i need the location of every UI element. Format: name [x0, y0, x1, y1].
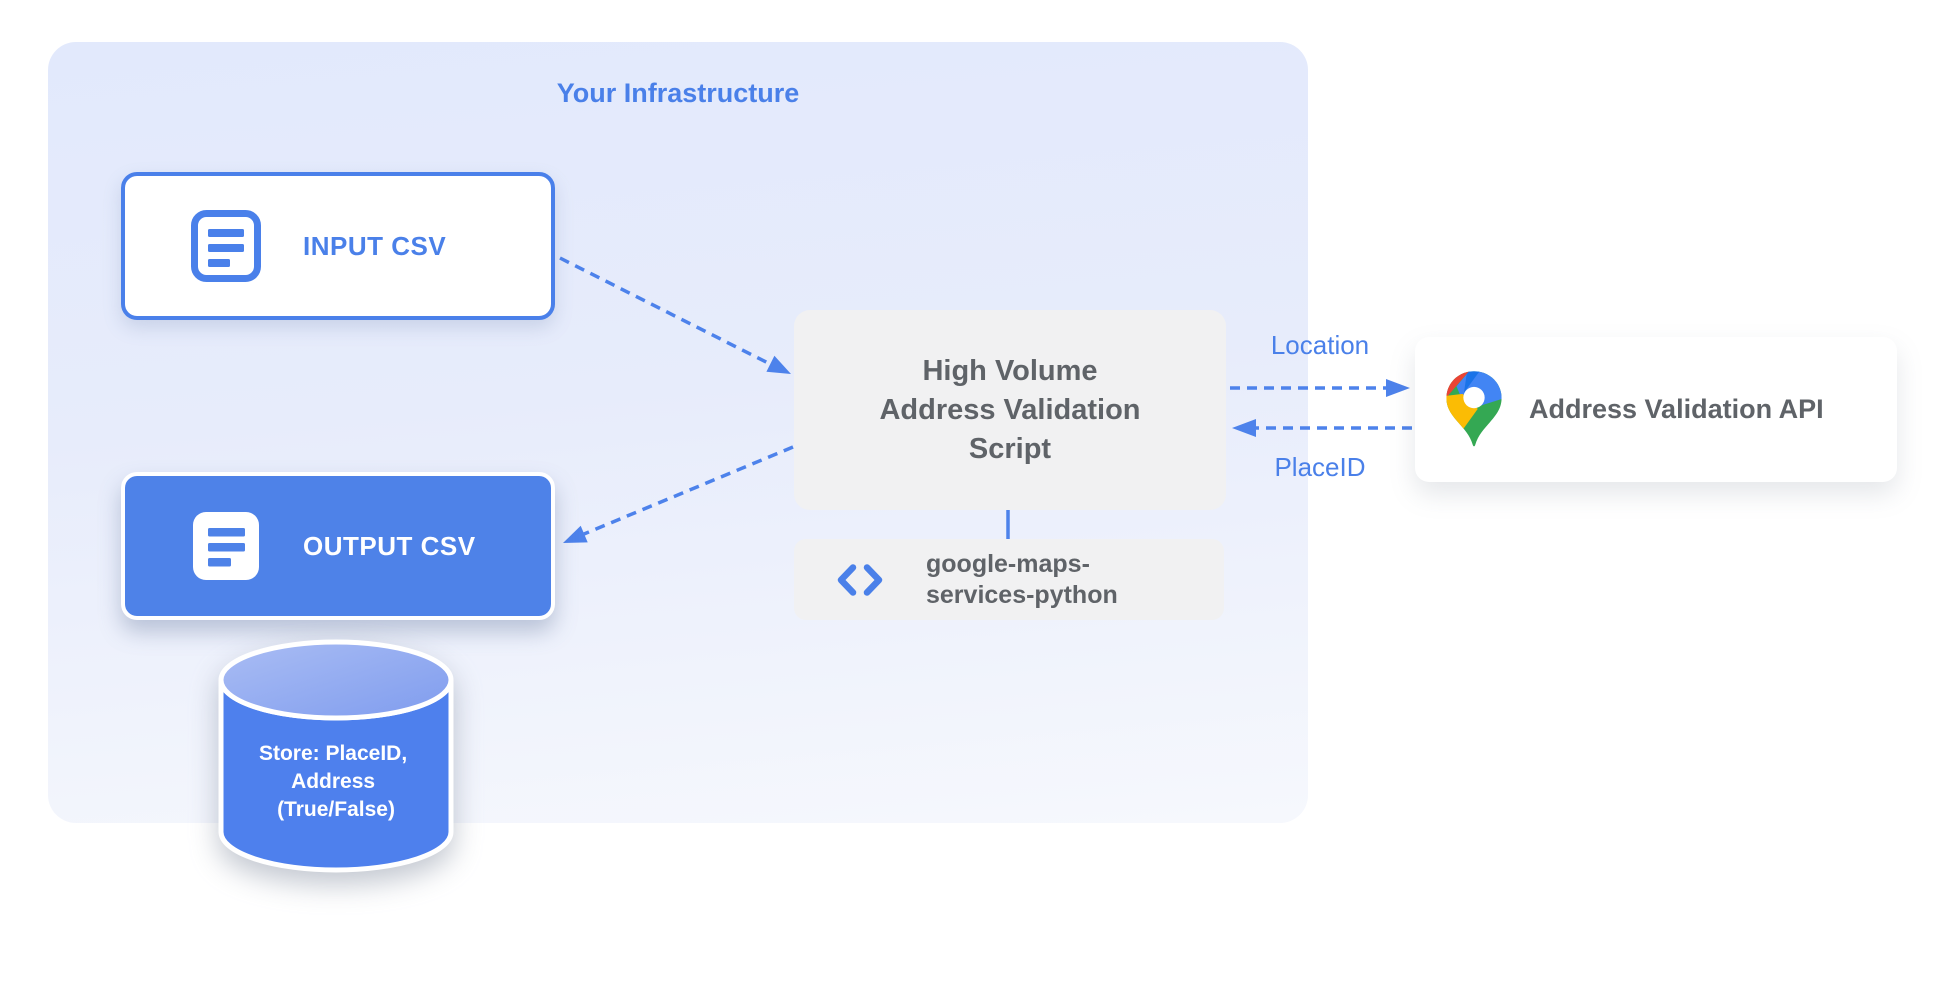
csv-file-icon [193, 512, 259, 580]
library-label-line2: services-python [926, 580, 1118, 609]
output-csv-node: OUTPUT CSV [121, 472, 555, 620]
google-maps-pin-icon [1446, 371, 1502, 447]
infrastructure-title: Your Infrastructure [556, 78, 800, 108]
csv-file-icon [191, 210, 261, 282]
api-node: Address Validation API [1415, 337, 1897, 482]
output-csv-label: OUTPUT CSV [303, 530, 476, 561]
script-label-line3: Script [968, 432, 1052, 465]
library-label: google-maps- services-python [926, 549, 1118, 611]
library-node: google-maps- services-python [794, 539, 1224, 620]
location-label: Location [1270, 330, 1370, 360]
script-label-line2: Address Validation [879, 393, 1141, 426]
arrowhead-script-to-api [1386, 379, 1410, 397]
datastore-label: Store: PlaceID, Address (True/False) [259, 742, 413, 821]
library-label-line1: google-maps- [926, 549, 1090, 578]
script-label-line1: High Volume [922, 354, 1098, 387]
code-icon [837, 563, 883, 596]
cylinder-top [218, 639, 454, 721]
placeid-label: PlaceID [1274, 452, 1366, 482]
input-csv-label: INPUT CSV [303, 230, 447, 261]
input-csv-node: INPUT CSV [121, 172, 555, 320]
api-label: Address Validation API [1529, 394, 1824, 424]
script-node: High Volume Address Validation Script [794, 310, 1226, 510]
datastore-cylinder: Store: PlaceID, Address (True/False) [218, 639, 454, 873]
